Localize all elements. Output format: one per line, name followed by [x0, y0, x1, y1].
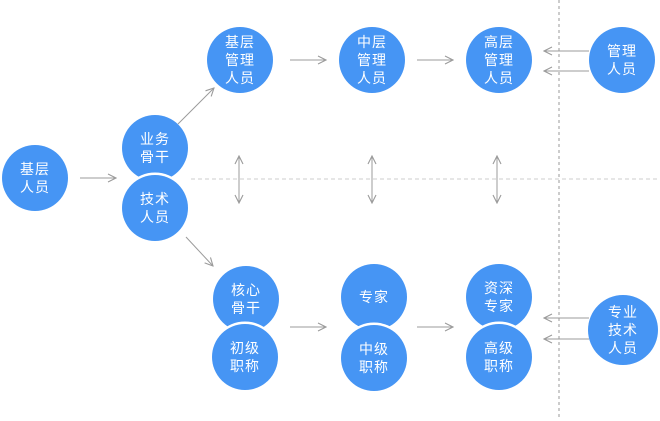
node-managers-source: 管理 人员: [589, 27, 655, 93]
node-technical-staff: 技术 人员: [122, 175, 188, 241]
arrow-technical-to-core-backbone: [185, 236, 213, 266]
node-core-backbone: 核心 骨干: [213, 266, 279, 332]
node-professional-technical-staff: 专业 技术 人员: [588, 295, 658, 365]
node-senior-expert: 资深 专家: [466, 264, 532, 330]
node-grassroots-staff: 基层 人员: [2, 145, 68, 211]
arrow-backbone-to-junior-manager: [177, 88, 214, 125]
node-expert: 专家: [341, 264, 407, 330]
node-middle-manager: 中层 管理 人员: [339, 27, 405, 93]
node-business-backbone: 业务 骨干: [122, 115, 188, 181]
node-senior-manager: 高层 管理 人员: [466, 27, 532, 93]
node-junior-title: 初级 职称: [212, 324, 278, 390]
node-senior-title: 高级 职称: [466, 324, 532, 390]
node-intermediate-title: 中级 职称: [341, 325, 407, 391]
node-junior-manager: 基层 管理 人员: [207, 27, 273, 93]
